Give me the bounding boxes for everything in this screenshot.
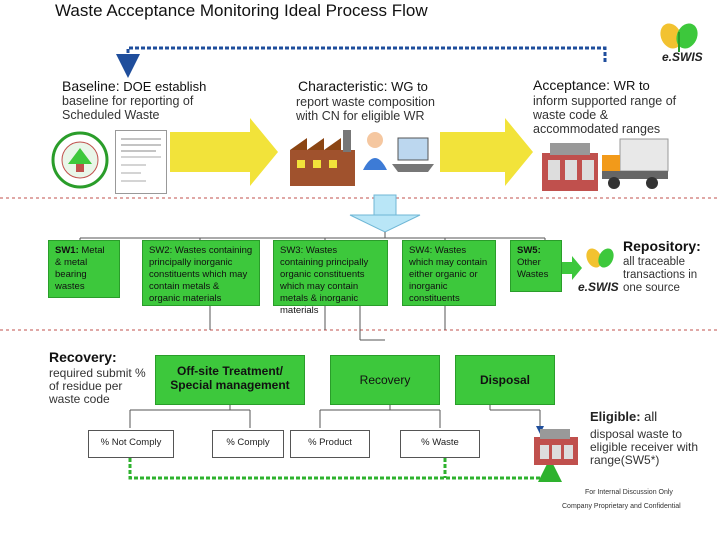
product-result: % Product — [290, 430, 370, 458]
baseline-heading: Baseline: DOE establish — [62, 78, 207, 94]
truck-icon — [600, 135, 670, 193]
footer-line-1: For Internal Discussion Only — [585, 489, 673, 496]
characteristic-text: report waste composition with CN for eli… — [296, 95, 435, 123]
top-feedback-connector — [116, 46, 607, 78]
acceptance-text: inform supported range of waste code & a… — [533, 94, 677, 136]
bottom-feedback-connector — [128, 458, 562, 482]
doe-seal-icon — [50, 130, 110, 190]
eligible-heading: Eligible: all — [590, 409, 658, 424]
characteristic-heading: Characteristic: WG to — [298, 78, 428, 94]
disposal-box: Disposal — [455, 355, 555, 405]
document-report-icon — [115, 130, 167, 194]
sw5-box: SW5: Other Wastes — [510, 240, 562, 292]
repository-heading: Repository: — [623, 238, 701, 254]
laptop-icon — [390, 136, 436, 176]
repository-eswis-leaf-icon — [583, 244, 617, 278]
factory-icon — [285, 128, 360, 188]
not-comply-result: % Not Comply — [88, 430, 174, 458]
repository-logo-text: e.SWIS — [578, 280, 619, 294]
recovery-heading: Recovery: — [49, 349, 117, 365]
sw3-box: SW3: Wastes containing principally organ… — [273, 240, 388, 316]
small-plant-icon — [532, 425, 580, 467]
recycling-plant-icon — [540, 138, 602, 193]
sw4-box: SW4: Wastes which may contain either org… — [402, 240, 496, 306]
recovery-text: required submit % of residue per waste c… — [49, 366, 146, 406]
sw1-box: SW1: Metal & metal bearing wastes — [48, 240, 120, 298]
recovery-box: Recovery — [330, 355, 440, 405]
eswis-logo-text: e.SWIS — [662, 50, 703, 64]
page-title: Waste Acceptance Monitoring Ideal Proces… — [55, 1, 428, 20]
eswis-leaf-logo-icon — [655, 18, 705, 68]
waste-result: % Waste — [400, 430, 480, 458]
arrow-baseline-to-characteristic — [170, 118, 278, 186]
eligible-text: disposal waste to eligible receiver with… — [590, 427, 699, 467]
baseline-text: baseline for reporting of Scheduled Wast… — [62, 94, 194, 122]
offsite-treatment-box: Off-site Treatment/ Special management — [155, 355, 305, 405]
person-headset-icon — [360, 130, 390, 170]
acceptance-heading: Acceptance: WR to — [533, 77, 650, 93]
arrow-characteristic-to-acceptance — [440, 118, 533, 186]
comply-result: % Comply — [212, 430, 284, 458]
arrow-to-repository — [562, 256, 582, 280]
funnel-stem — [373, 194, 397, 216]
repository-text: all traceable transactions in one source — [623, 256, 698, 294]
funnel-head — [349, 214, 421, 233]
footer-line-2: Company Proprietary and Confidential — [562, 503, 681, 510]
sw2-box: SW2: Wastes containing principally inorg… — [142, 240, 260, 306]
